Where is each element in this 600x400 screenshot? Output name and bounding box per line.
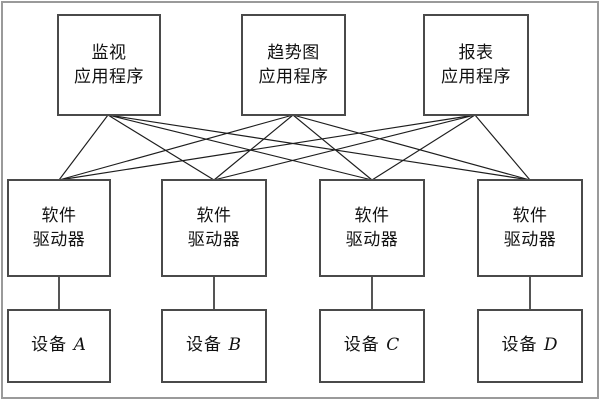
connector-app-monitor-to-driver-d <box>107 114 531 181</box>
connector-app-report-to-driver-a <box>58 114 476 181</box>
node-box-driver-c <box>319 179 425 277</box>
node-device-a[interactable]: 设备 A <box>7 309 111 383</box>
node-box-device-d <box>477 309 583 383</box>
node-box-device-c <box>319 309 425 383</box>
node-device-c[interactable]: 设备 C <box>319 309 425 383</box>
driver-device-connection-lines <box>58 276 531 310</box>
node-box-app-report <box>423 14 529 116</box>
node-label-line1-driver-b: 软件 <box>197 206 232 226</box>
node-label-line1-driver-d: 软件 <box>513 206 548 226</box>
node-label-line1-driver-c: 软件 <box>355 206 390 226</box>
device-prefix: 设备 <box>501 335 543 355</box>
node-label-line2-app-report: 应用程序 <box>441 67 511 87</box>
device-prefix: 设备 <box>344 335 386 355</box>
device-tag-b: B <box>227 335 242 355</box>
node-box-device-b <box>161 309 267 383</box>
device-tag-a: A <box>72 335 87 355</box>
node-box-driver-d <box>477 179 583 277</box>
node-label-line2-app-monitor: 应用程序 <box>74 67 144 87</box>
connector-app-monitor-to-driver-b <box>107 114 215 181</box>
node-device-d[interactable]: 设备 D <box>477 309 583 383</box>
connector-app-monitor-to-driver-a <box>58 114 109 181</box>
node-box-device-a <box>7 309 111 383</box>
node-label-line1-app-trend: 趋势图 <box>267 43 320 63</box>
node-label-device-a: 设备 A <box>31 335 87 356</box>
node-device-b[interactable]: 设备 B <box>161 309 267 383</box>
node-label-line2-driver-c: 驱动器 <box>346 230 399 250</box>
node-box-app-monitor <box>57 14 161 116</box>
connector-app-report-to-driver-d <box>474 114 531 181</box>
device-tag-d: D <box>543 335 559 355</box>
mesh-connection-lines <box>58 114 531 181</box>
node-boxes: 监视应用程序趋势图应用程序报表应用程序软件驱动器软件驱动器软件驱动器软件驱动器设… <box>7 14 583 383</box>
device-prefix: 设备 <box>31 335 73 355</box>
node-label-line2-driver-b: 驱动器 <box>188 230 241 250</box>
node-box-driver-a <box>7 179 111 277</box>
node-label-line2-app-trend: 应用程序 <box>259 67 329 87</box>
node-label-device-b: 设备 B <box>186 335 242 356</box>
connector-app-report-to-driver-b <box>213 114 476 181</box>
node-box-app-trend <box>241 14 346 116</box>
node-label-line2-driver-a: 驱动器 <box>33 230 86 250</box>
connector-app-trend-to-driver-b <box>213 114 294 181</box>
node-label-line1-driver-a: 软件 <box>42 206 77 226</box>
node-label-line1-app-report: 报表 <box>459 43 494 63</box>
node-box-driver-b <box>161 179 267 277</box>
node-label-device-c: 设备 C <box>344 335 400 356</box>
connector-app-trend-to-driver-d <box>292 114 531 181</box>
device-prefix: 设备 <box>186 335 228 355</box>
connector-app-trend-to-driver-a <box>58 114 294 181</box>
device-tag-c: C <box>386 335 400 355</box>
connector-app-monitor-to-driver-c <box>107 114 373 181</box>
node-label-line2-driver-d: 驱动器 <box>504 230 557 250</box>
connector-app-trend-to-driver-c <box>292 114 373 181</box>
node-label-line1-app-monitor: 监视 <box>92 43 127 63</box>
node-label-device-d: 设备 D <box>501 335 558 356</box>
connector-app-report-to-driver-c <box>371 114 476 181</box>
